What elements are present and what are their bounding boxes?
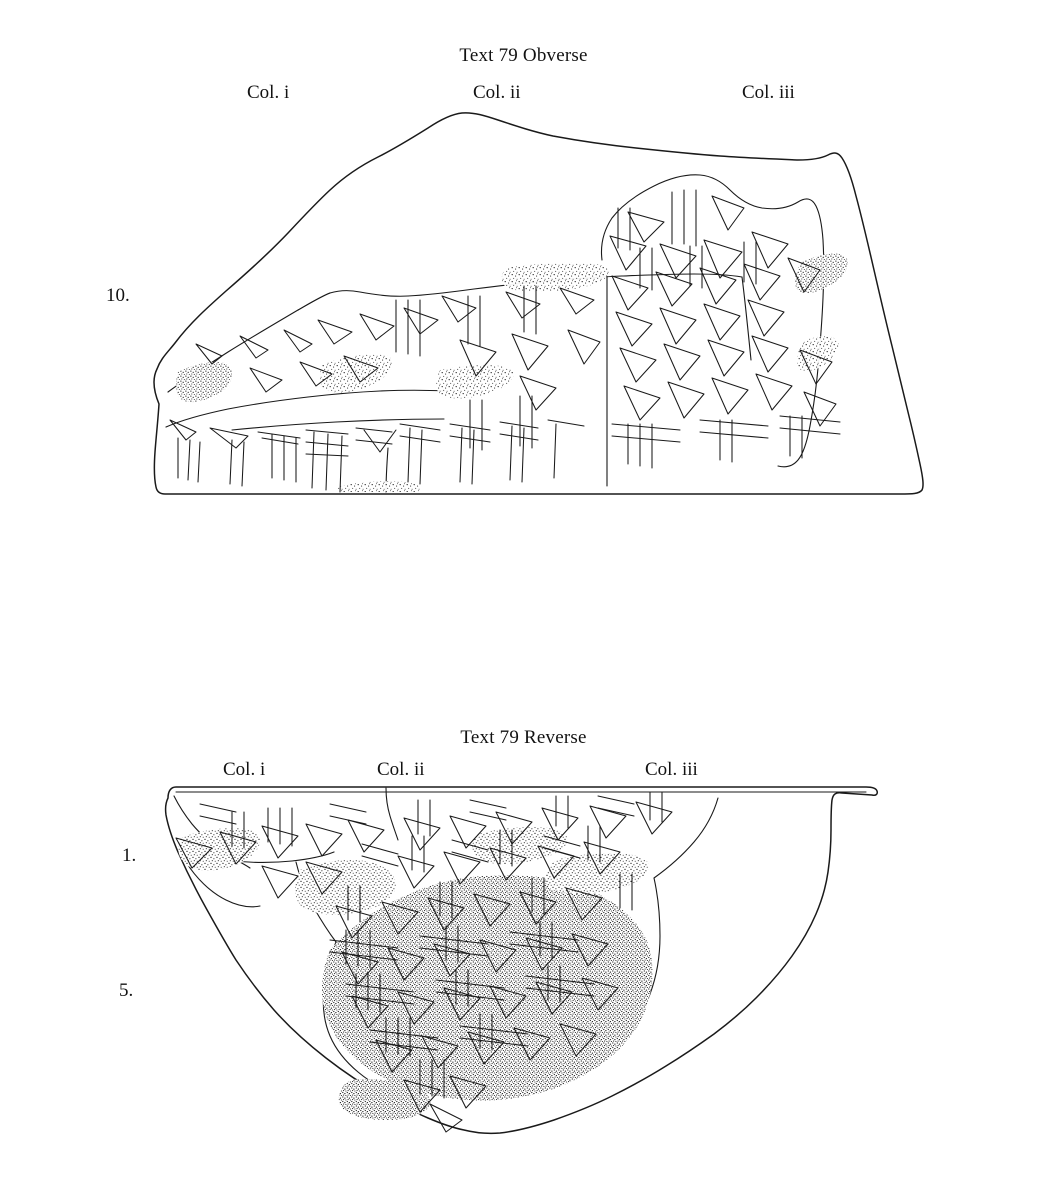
reverse-line-number-1: 1. [122,845,137,866]
reverse-title: Text 79 Reverse [460,727,587,748]
figure-reverse: Text 79 Reverse Col. i Col. ii Col. iii … [0,700,1047,1200]
figure-obverse: Text 79 Obverse Col. i Col. ii Col. iii … [106,45,924,495]
obverse-col-label-i: Col. i [247,82,290,103]
obverse-col-label-iii: Col. iii [742,82,795,103]
reverse-col-label-iii: Col. iii [645,759,698,780]
reverse-col-label-i: Col. i [223,759,266,780]
reverse-col-label-ii: Col. ii [377,759,425,780]
obverse-line-number-10: 10. [106,285,130,306]
reverse-tablet-drawing [0,700,1047,1200]
obverse-tablet-drawing [153,112,924,495]
obverse-col-label-ii: Col. ii [473,82,521,103]
reverse-line-number-5: 5. [119,980,134,1001]
obverse-title: Text 79 Obverse [459,45,588,66]
